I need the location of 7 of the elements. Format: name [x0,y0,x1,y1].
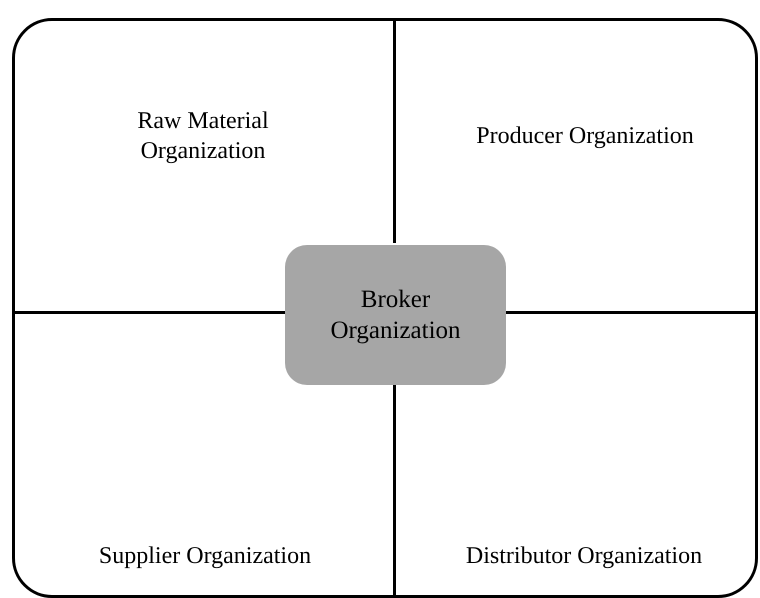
quadrant-label: Producer Organization [476,122,694,151]
quadrant-label: Raw Material Organization [136,107,270,166]
quadrant-label: Supplier Organization [98,542,312,571]
box-label: Broker Organization [329,284,462,346]
center-box [285,245,506,385]
quadrant-label: Distributor Organization [466,542,702,571]
frame-box [12,18,758,598]
